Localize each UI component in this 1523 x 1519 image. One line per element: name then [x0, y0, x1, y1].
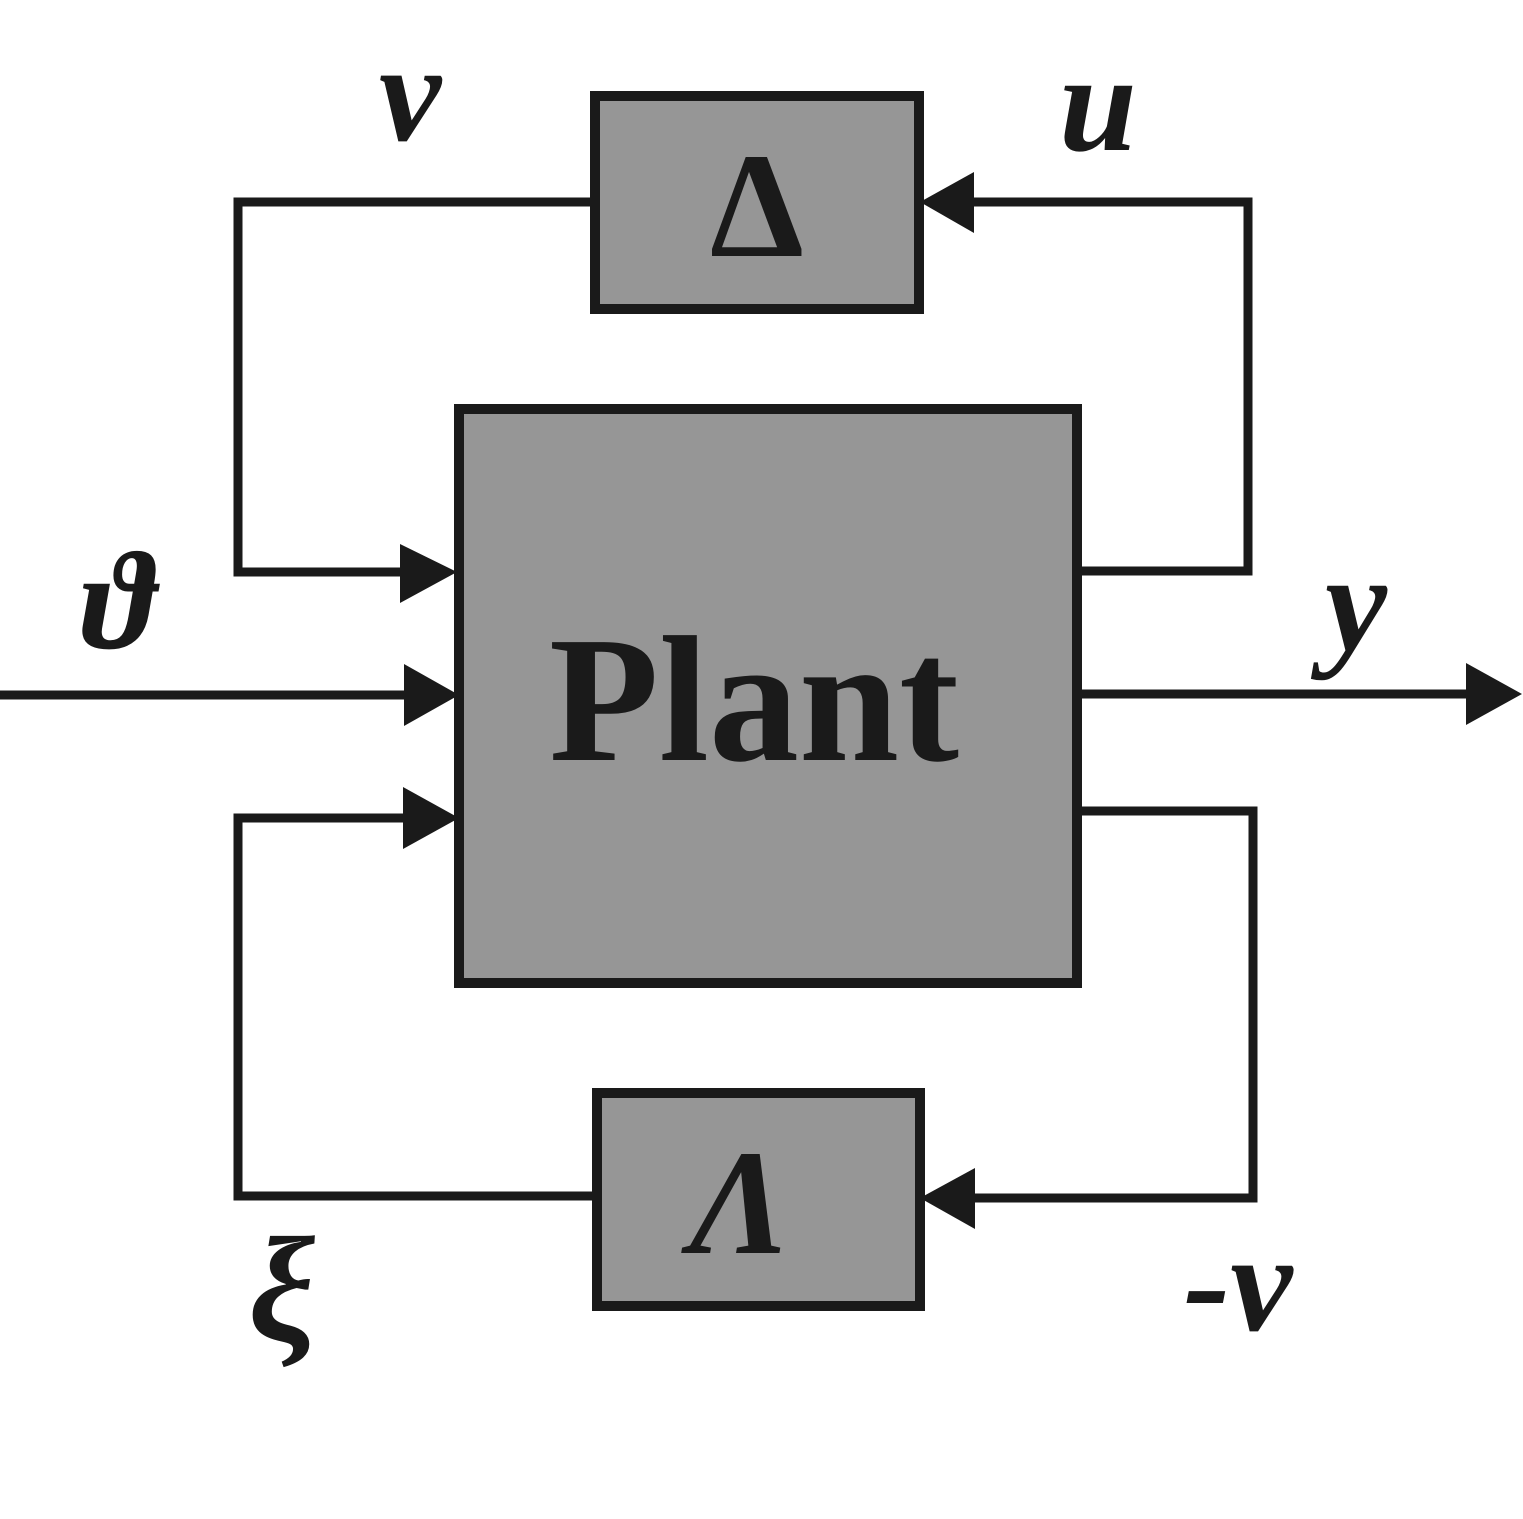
y-output-arrowhead	[1466, 663, 1522, 725]
plant-block	[454, 404, 1082, 988]
signal-neg-v-label: -v	[1184, 1206, 1295, 1361]
lambda-block	[592, 1088, 925, 1311]
signal-u-label: u	[1059, 26, 1137, 181]
delta-label: Δ	[710, 123, 804, 289]
lambda-label: Λ	[681, 1120, 790, 1286]
u-input-arrowhead	[920, 172, 974, 233]
signal-theta-label: ϑ	[81, 524, 160, 679]
signal-v-label: v	[379, 16, 443, 171]
theta-input-arrowhead	[404, 664, 459, 726]
signal-xi-label: ξ	[248, 1207, 315, 1373]
xi-input-arrowhead	[403, 787, 459, 849]
plant-label: Plant	[549, 600, 959, 799]
xi-feedback-wire	[233, 813, 602, 1201]
neg-v-feedback-wire	[967, 806, 1258, 1203]
neg-v-input-arrowhead	[920, 1168, 975, 1229]
signal-y-label: y	[1310, 526, 1388, 681]
u-feedback-wire	[965, 197, 1253, 576]
v-feedback-wire	[233, 197, 600, 577]
v-input-arrowhead	[400, 544, 457, 603]
